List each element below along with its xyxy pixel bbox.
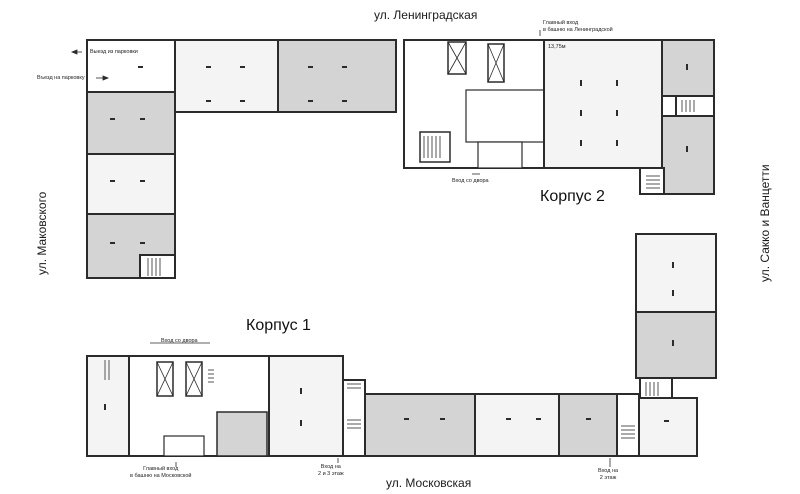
note-courtyard-entrance-k1: Вход со двора [161,338,198,344]
unit-east-3[interactable] [635,233,717,313]
stair-south-2 [616,393,640,457]
unit-south-small[interactable] [216,411,268,457]
street-label-west: ул. Маковского [35,191,49,275]
columns [104,64,688,426]
note-main-entrance-north-line2: в башню на Ленинградской [543,26,613,33]
annotation-arrows [70,30,611,467]
unit-north-west-2[interactable] [277,39,397,113]
north-vestibule [477,141,523,169]
unit-east-4[interactable] [635,311,717,379]
note-entrance-floor-2-line2: 2 этаж [599,474,617,481]
unit-south-4[interactable] [558,393,618,457]
stair-hatching-k1 [104,360,659,439]
note-entrance-floors-2-3: Вход на 2 и 3 этаж [318,464,344,477]
street-label-south: ул. Московская [386,476,472,490]
unit-parking-strip[interactable] [86,39,176,93]
building-label-korpus2: Корпус 2 [540,188,605,205]
unit-north-west-1[interactable] [174,39,279,113]
unit-west-3[interactable] [86,213,176,279]
unit-east-2[interactable] [661,115,715,195]
unit-west-1[interactable] [86,91,176,155]
unit-south-hall-1[interactable] [268,355,344,457]
korpus2-block [86,39,715,279]
note-entrance-floors-2-3-line2: 2 и 3 этаж [318,470,344,477]
note-height-mark: 13,75м [548,44,566,50]
unit-west-2[interactable] [86,153,176,215]
note-entrance-floors-2-3-line1: Вход на [320,464,341,470]
unit-north-east-hall[interactable] [543,39,663,169]
stair-east-2 [639,167,665,195]
note-main-entrance-south-line2: в башню на Московской [130,472,192,479]
korpus1-block [86,233,717,457]
north-lobby [465,89,547,143]
note-main-entrance-south: Главный вход в башню на Московской [130,466,191,479]
south-vestibule [163,435,205,457]
street-label-east: ул. Сакко и Ванцетти [758,164,772,282]
street-label-north: ул. Ленинградская [374,8,478,22]
unit-south-2[interactable] [364,393,476,457]
note-entrance-floor-2: Вход на 2 этаж [598,468,618,481]
note-parking-entry: Въезд на парковку [37,75,85,81]
building-label-korpus1: Корпус 1 [246,317,311,334]
note-main-entrance-south-line1: Главный вход [143,466,179,472]
stair-west [139,254,176,279]
note-main-entrance-north: Главный вход в башню на Ленинградской [543,20,613,33]
stair-east-3 [639,377,673,401]
stair-south-1 [342,379,366,457]
note-parking-exit: Выезд из парковки [90,49,138,55]
unit-south-west-1[interactable] [86,355,130,457]
note-entrance-floor-2-line1: Вход на [598,468,619,474]
unit-south-3[interactable] [474,393,560,457]
unit-south-east[interactable] [638,397,698,457]
note-courtyard-entrance-k2: Вход со двора [452,178,489,184]
note-main-entrance-north-line1: Главный вход [543,20,579,26]
stair-hatching-k2 [147,41,695,276]
stair-north [419,131,451,163]
